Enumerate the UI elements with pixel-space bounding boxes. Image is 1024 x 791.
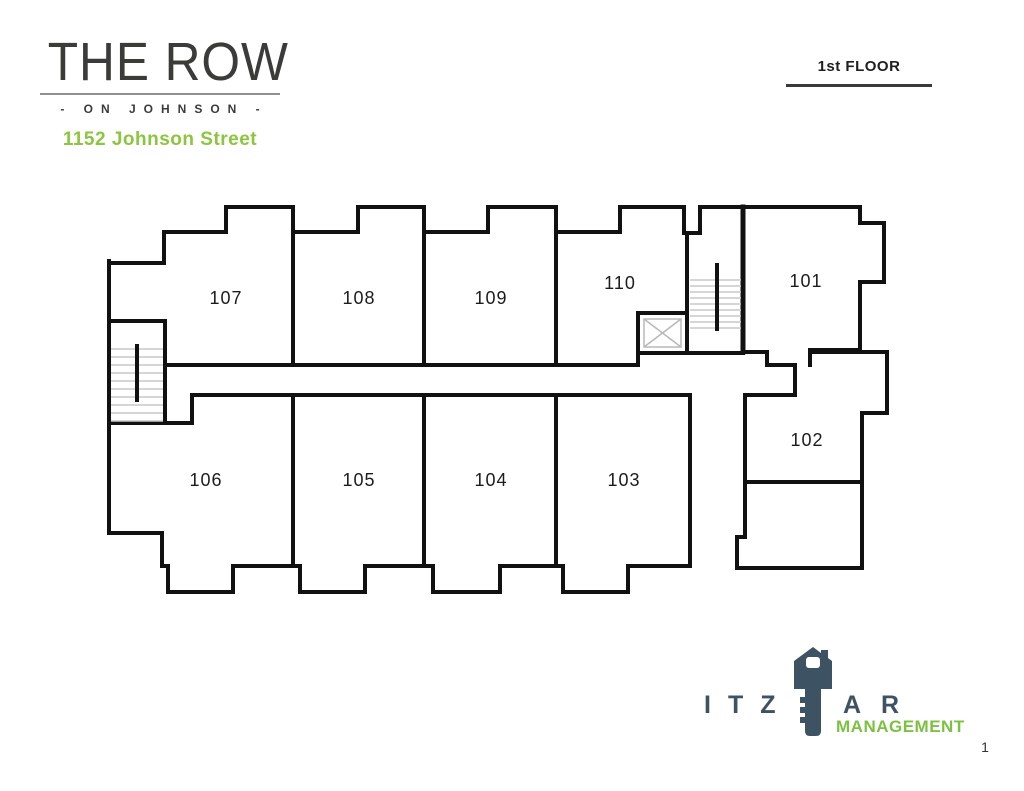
wall-corridor-top <box>163 351 745 367</box>
logo-letters-left: ITZ <box>704 691 793 719</box>
brand-address: 1152 Johnson Street <box>62 129 258 150</box>
management-logo: ITZ AR MANAGEMENT <box>690 644 970 744</box>
wall-unit-102 <box>735 350 889 570</box>
brand-logo: THE ROW - ON JOHNSON - 1152 Johnson Stre… <box>38 32 289 151</box>
unit-label-103: 103 <box>607 470 640 490</box>
wall-exterior-top <box>107 205 886 352</box>
logo-word-management: MANAGEMENT <box>836 717 965 736</box>
brand-divider-line <box>40 93 280 95</box>
unit-label-104: 104 <box>474 470 507 490</box>
elevator-icon <box>643 318 682 348</box>
brand-subtitle: - ON JOHNSON - <box>60 102 268 116</box>
unit-label-107: 107 <box>209 288 242 308</box>
unit-label-106: 106 <box>189 470 222 490</box>
floor-title: 1st FLOOR <box>786 58 932 87</box>
unit-label-105: 105 <box>342 470 375 490</box>
logo-letters-right: AR <box>843 691 920 719</box>
wall-exterior-bottom <box>107 259 692 594</box>
wall-stairblock-bottom <box>107 393 194 425</box>
unit-label-102: 102 <box>790 430 823 450</box>
wall-elevator <box>636 311 689 355</box>
unit-label-108: 108 <box>342 288 375 308</box>
unit-label-109: 109 <box>474 288 507 308</box>
brand-title: THE ROW <box>47 32 289 92</box>
key-icon <box>794 647 832 736</box>
page-number: 1 <box>981 739 989 755</box>
wall-stairblock-left <box>107 319 167 425</box>
unit-label-110: 110 <box>604 273 636 293</box>
unit-label-101: 101 <box>789 271 822 291</box>
